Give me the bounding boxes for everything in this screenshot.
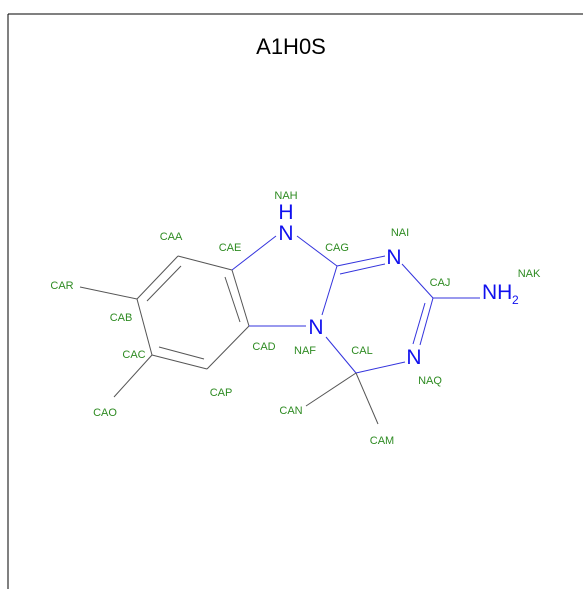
atom-label-naq: NAQ <box>418 375 442 387</box>
bond-cap-cad <box>206 325 250 370</box>
atom-label-cal: CAL <box>351 345 372 357</box>
nai-nitrogen-symbol: N <box>386 246 401 269</box>
naf-nitrogen-symbol: N <box>308 316 323 339</box>
bond-cad-cae-inner <box>224 276 241 323</box>
bond-caj-naq-inner <box>412 302 426 345</box>
atom-label-nai: NAI <box>391 227 409 239</box>
atom-label-car: CAR <box>50 280 73 292</box>
imidazole-ring <box>231 235 338 327</box>
atom-label-caa: CAA <box>160 231 183 243</box>
triazine-ring <box>325 255 434 374</box>
atom-label-cae: CAE <box>219 242 242 254</box>
bond-cac-cao <box>113 354 153 398</box>
diagram-title: A1H0S <box>256 34 326 59</box>
bond-caa-cae <box>177 255 233 271</box>
bond-cab-car <box>79 286 138 300</box>
atom-label-cap: CAP <box>210 387 233 399</box>
atom-labels: NAH CAA CAE CAG NAI CAJ NAK CAR CAB CAC … <box>50 190 541 447</box>
atom-label-naf: NAF <box>294 345 316 357</box>
bond-cag-nai <box>336 255 386 267</box>
bond-cal-can <box>305 372 357 407</box>
bond-cal-naf <box>325 336 357 374</box>
atom-label-cab: CAB <box>110 312 133 324</box>
bond-cag-naf <box>321 265 338 316</box>
bond-cae-nah <box>231 235 277 271</box>
bond-caj-naq <box>419 297 434 346</box>
atom-label-nah: NAH <box>274 190 297 202</box>
atom-label-cag: CAG <box>325 242 349 254</box>
atom-label-can: CAN <box>279 405 302 417</box>
bond-cad-cae <box>231 269 250 327</box>
bond-cac-cap-inner <box>158 346 205 360</box>
nah-hydrogen-symbol: H <box>278 201 293 224</box>
bond-caa-cab-inner <box>146 265 182 302</box>
bond-caa-cab <box>136 255 179 300</box>
benzene-ring <box>136 255 250 370</box>
atom-label-cao: CAO <box>93 407 117 419</box>
nak-amino-subscript: 2 <box>512 293 519 307</box>
nak-amino-symbol: NH <box>482 281 512 304</box>
bond-cab-cac <box>136 298 153 356</box>
atom-label-cac: CAC <box>122 349 145 361</box>
bond-cal-cam <box>355 372 379 425</box>
atom-label-nak: NAK <box>518 268 541 280</box>
naq-nitrogen-symbol: N <box>406 346 421 369</box>
bond-nah-cag <box>296 235 338 267</box>
bond-cac-cap <box>151 354 208 370</box>
bond-nai-caj <box>401 263 434 299</box>
atom-label-cam: CAM <box>370 435 394 447</box>
atom-label-cad: CAD <box>252 341 275 353</box>
nah-nitrogen-symbol: N <box>278 222 293 245</box>
bond-naq-cal <box>355 361 406 374</box>
atom-label-caj: CAJ <box>430 277 451 289</box>
bond-cag-nai-inner <box>339 263 386 275</box>
